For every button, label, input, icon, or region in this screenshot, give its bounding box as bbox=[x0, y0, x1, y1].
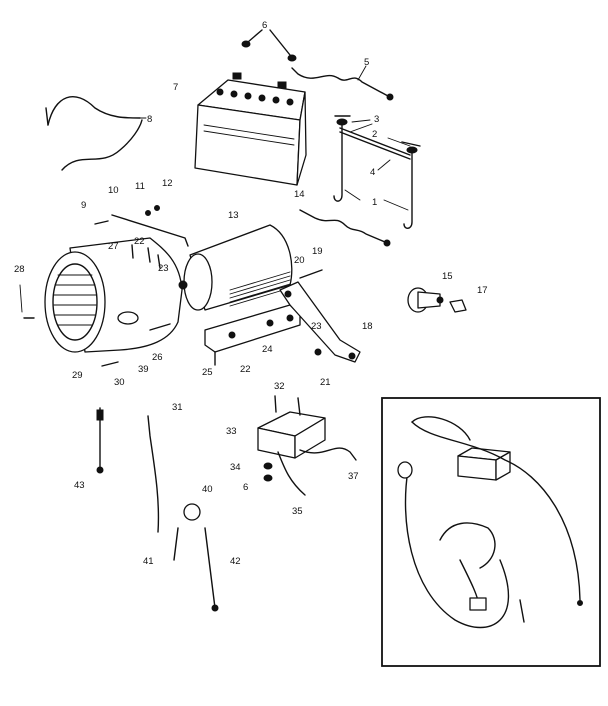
label-30: 30 bbox=[114, 377, 125, 388]
mounting-bracket bbox=[204, 304, 301, 353]
label-21: 21 bbox=[320, 377, 331, 388]
label-34: 34 bbox=[230, 462, 241, 473]
battery-hold-down bbox=[333, 115, 421, 229]
label-29: 29 bbox=[72, 370, 83, 381]
label-32: 32 bbox=[274, 381, 285, 392]
label-23a: 23 bbox=[158, 263, 169, 274]
label-11: 11 bbox=[135, 181, 145, 192]
label-23b: 23 bbox=[311, 321, 322, 332]
label-35: 35 bbox=[292, 506, 303, 517]
adjusting-brace bbox=[279, 281, 361, 363]
label-43: 43 bbox=[74, 480, 85, 491]
label-14: 14 bbox=[294, 189, 305, 200]
label-37: 37 bbox=[348, 471, 359, 482]
label-6a: 6 bbox=[262, 20, 267, 31]
label-24: 24 bbox=[262, 344, 273, 355]
cable-8 bbox=[45, 96, 147, 171]
label-8: 8 bbox=[147, 114, 152, 125]
generator bbox=[19, 205, 293, 353]
label-19: 19 bbox=[312, 246, 323, 257]
label-13: 13 bbox=[228, 210, 239, 221]
switch-15 bbox=[407, 287, 444, 313]
label-22a: 22 bbox=[134, 236, 145, 247]
label-2: 2 bbox=[372, 129, 377, 140]
label-15: 15 bbox=[442, 271, 453, 282]
label-6b: 6 bbox=[243, 482, 248, 493]
label-18: 18 bbox=[362, 321, 373, 332]
label-7: 7 bbox=[173, 82, 178, 93]
label-28: 28 bbox=[14, 264, 25, 275]
label-17: 17 bbox=[477, 285, 488, 296]
wiring-schematic-inset bbox=[381, 397, 601, 667]
voltage-regulator bbox=[257, 395, 357, 496]
label-9: 9 bbox=[81, 200, 86, 211]
label-3: 3 bbox=[374, 114, 379, 125]
terminal-bolts bbox=[241, 29, 297, 62]
label-42: 42 bbox=[230, 556, 241, 567]
cable-terminal bbox=[386, 93, 394, 101]
label-1: 1 bbox=[372, 197, 377, 208]
label-22b: 22 bbox=[240, 364, 251, 375]
label-20: 20 bbox=[294, 255, 305, 266]
battery-cable bbox=[291, 67, 389, 97]
label-5: 5 bbox=[364, 57, 369, 68]
label-4: 4 bbox=[370, 167, 375, 178]
label-26: 26 bbox=[152, 352, 163, 363]
label-40: 40 bbox=[202, 484, 213, 495]
label-33: 33 bbox=[226, 426, 237, 437]
label-39: 39 bbox=[138, 364, 149, 375]
cable-14 bbox=[299, 209, 386, 243]
label-27: 27 bbox=[108, 241, 119, 252]
label-12: 12 bbox=[162, 178, 173, 189]
callout-labels: 6 5 7 8 3 2 4 1 10 11 12 9 13 14 22 27 2… bbox=[14, 20, 488, 567]
terminal-17 bbox=[449, 299, 467, 313]
battery bbox=[194, 72, 307, 186]
lower-wires bbox=[96, 407, 219, 612]
label-25: 25 bbox=[202, 367, 213, 378]
label-31: 31 bbox=[172, 402, 183, 413]
label-41: 41 bbox=[143, 556, 154, 567]
label-10: 10 bbox=[108, 185, 119, 196]
